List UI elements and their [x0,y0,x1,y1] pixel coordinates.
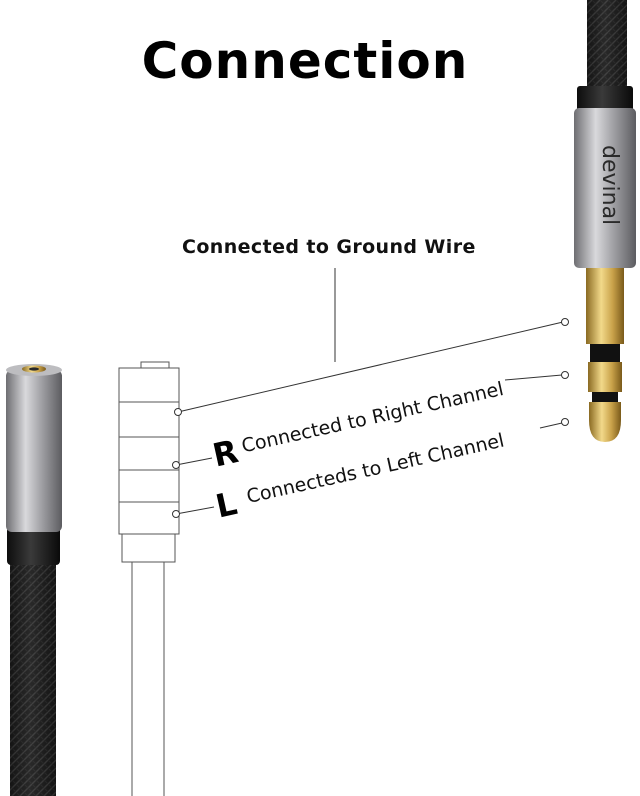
dot-right-plug [561,371,569,379]
right-strain-relief [577,86,633,112]
left-metal-housing [6,370,62,532]
left-line-left [175,506,215,515]
left-letter: L [212,484,240,526]
brand-logo: devinal [597,145,622,225]
dot-left-plug [561,418,569,426]
male-plug: devinal [574,0,636,442]
dot-ground-socket [174,408,182,416]
plug-insulator-2 [592,392,618,402]
schematic-segment-tip [118,501,180,535]
ground-line [177,321,564,413]
left-line-right [539,422,563,429]
plug-ring [588,362,622,392]
plug-schematic [118,361,180,796]
dot-ground-plug [561,318,569,326]
right-line-left [175,457,213,466]
connector-dots [172,318,569,518]
plug-sleeve [586,268,624,344]
left-strain-relief [7,527,60,565]
right-metal-housing [574,108,636,268]
schematic-segment-ring [118,436,180,471]
dot-right-socket [172,461,180,469]
page-title: Connection [141,32,469,90]
right-line-right [504,374,563,381]
schematic-segment-sleeve [118,367,180,403]
right-letter: R [209,432,241,474]
ground-wire-label: Connected to Ground Wire [182,236,476,258]
plug-tip [589,402,621,442]
female-jack [6,364,62,796]
connector-lines [175,268,564,515]
schematic-cap [140,361,170,369]
plug-insulator-1 [590,344,620,362]
dot-left-socket [172,510,180,518]
